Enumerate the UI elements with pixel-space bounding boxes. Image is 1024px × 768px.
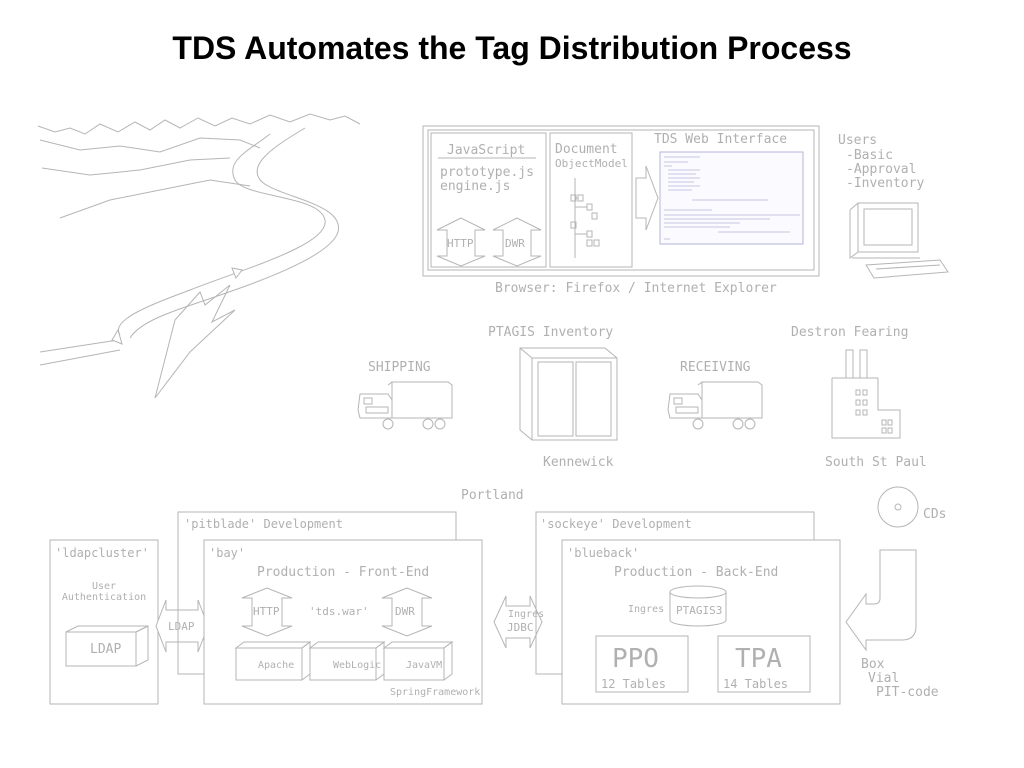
database-label: PTAGIS3: [676, 604, 722, 617]
server-area: Portland 'ldapcluster' User Authenticati…: [49, 488, 841, 705]
dwr-label: DWR: [505, 237, 525, 250]
ldapcluster-box: [49, 539, 159, 705]
user-auth-line1: User: [92, 581, 116, 592]
prod-backend-label: Production - Back-End: [614, 565, 778, 580]
kennewick-label: Kennewick: [543, 455, 614, 470]
spring-label: SpringFramework: [390, 687, 480, 698]
users-block: Users -Basic -Approval -Inventory: [838, 133, 949, 279]
receiving-truck-icon: [667, 381, 763, 430]
js-lib-engine: engine.js: [440, 179, 510, 194]
ppo-tables-label: 12 Tables: [601, 677, 666, 691]
war-label: 'tds.war': [309, 605, 369, 618]
dwr-arrow-icon: [492, 217, 542, 267]
vendor-label: Destron Fearing: [791, 325, 908, 340]
receiving-label: RECEIVING: [680, 360, 751, 375]
dom-tree-icon: [570, 178, 600, 258]
prod-backend-box: [561, 539, 841, 705]
media-block: CDs Box Vial PIT-code: [845, 486, 946, 700]
storage-cabinet-icon: [519, 347, 618, 441]
ldap-arrow-label: LDAP: [168, 620, 195, 633]
prod-frontend-host: 'bay': [209, 546, 245, 560]
jdbc-label-line2: JDBC: [507, 621, 534, 634]
frontend-http-label: HTTP: [253, 605, 280, 618]
media-vial-label: Vial: [868, 671, 899, 686]
http-label: HTTP: [447, 237, 474, 250]
logistics-row: PTAGIS Inventory Kennewick SHIPPING RECE…: [357, 325, 927, 470]
inventory-label: PTAGIS Inventory: [488, 325, 613, 340]
media-pitcode-label: PIT-code: [876, 685, 939, 700]
users-heading: Users: [838, 133, 877, 148]
user-auth-line2: Authentication: [62, 592, 146, 603]
jdbc-label-line1: Ingres: [508, 609, 544, 620]
cd-icon: [877, 486, 919, 528]
thumbnail-content: [664, 156, 800, 240]
tpa-tables-label: 14 Tables: [723, 677, 788, 691]
ldap-server-icon: [65, 625, 149, 667]
cds-label: CDs: [923, 507, 946, 522]
users-role-basic: -Basic: [846, 148, 893, 163]
portland-label: Portland: [461, 488, 524, 503]
frontend-http-arrow-icon: [241, 587, 293, 637]
ingres-label: Ingres: [628, 604, 664, 615]
ppo-box: [595, 635, 689, 693]
dev-frontend-label: 'pitblade' Development: [184, 517, 343, 531]
dom-label-line1: Document: [555, 142, 618, 157]
dom-label-line2: ObjectModel: [555, 157, 628, 170]
web-interface-thumbnail: [659, 151, 804, 245]
tpa-box: [717, 635, 811, 693]
javavm-box: [382, 641, 454, 681]
tpa-label: TPA: [735, 644, 782, 674]
ppo-label: PPO: [612, 644, 659, 674]
weblogic-label: WebLogic: [333, 660, 381, 671]
mountain-river-sketch: [37, 113, 361, 399]
dom-render-arrow-icon: [635, 165, 659, 231]
javascript-label: JavaScript: [447, 143, 525, 158]
prod-frontend-box: [203, 539, 483, 705]
ldapcluster-label: 'ldapcluster': [55, 546, 149, 560]
vendor-city-label: South St Paul: [825, 455, 927, 470]
http-arrow-icon: [436, 217, 486, 267]
browser-block: JavaScript prototype.js engine.js HTTP D…: [422, 125, 820, 296]
javavm-label: JavaVM: [406, 660, 442, 671]
shipping-truck-icon: [357, 381, 453, 430]
shipping-label: SHIPPING: [368, 360, 431, 375]
web-interface-label: TDS Web Interface: [654, 132, 787, 147]
jdbc-arrow-icon: [493, 595, 543, 649]
database-icon: [669, 585, 727, 627]
computer-icon: [849, 202, 949, 279]
prod-frontend-label: Production - Front-End: [257, 565, 429, 580]
js-lib-prototype: prototype.js: [440, 165, 534, 180]
apache-label: Apache: [258, 660, 294, 671]
factory-icon: [831, 349, 901, 439]
page-title: TDS Automates the Tag Distribution Proce…: [172, 30, 852, 66]
media-box-label: Box: [861, 657, 885, 672]
prod-backend-host: 'blueback': [567, 546, 639, 560]
frontend-dwr-arrow-icon: [381, 587, 433, 637]
users-role-approval: -Approval: [846, 162, 916, 177]
return-arrow-icon: [845, 549, 917, 652]
frontend-dwr-label: DWR: [395, 605, 415, 618]
ldap-label: LDAP: [90, 642, 121, 657]
dev-backend-label: 'sockeye' Development: [540, 517, 692, 531]
users-role-inventory: -Inventory: [846, 176, 924, 191]
browser-caption: Browser: Firefox / Internet Explorer: [495, 281, 777, 296]
